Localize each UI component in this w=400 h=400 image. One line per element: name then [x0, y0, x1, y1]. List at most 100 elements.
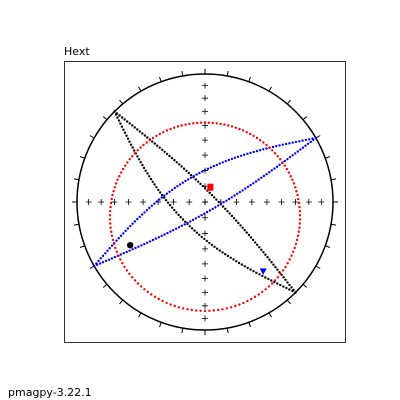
ellipse-point — [153, 183, 156, 186]
ellipse-point — [246, 266, 249, 270]
perimeter-tick — [302, 283, 308, 288]
ellipse-point — [163, 233, 166, 236]
ellipse-point — [213, 245, 216, 248]
ellipse-point — [218, 249, 221, 252]
ellipse-point — [291, 154, 294, 157]
ellipse-point — [182, 167, 186, 170]
ellipse-point — [148, 240, 152, 243]
ellipse-point — [208, 241, 211, 245]
cross-mark — [263, 199, 270, 205]
ellipse-point — [292, 182, 296, 185]
ellipse-point — [274, 266, 277, 269]
ellipse-point — [252, 182, 255, 185]
ellipse-point — [286, 281, 289, 284]
ellipse-point — [141, 132, 144, 135]
ellipse-point — [128, 140, 131, 143]
ellipse-point — [124, 164, 127, 167]
version-label: pmagpy-3.22.1 — [8, 386, 92, 399]
ellipse-point — [169, 230, 172, 233]
ellipse-point — [276, 276, 280, 279]
ellipse-point — [115, 239, 118, 242]
ellipse-point — [116, 178, 119, 181]
ellipse-point — [304, 138, 308, 142]
ellipse-point — [120, 116, 124, 119]
ellipse-point — [174, 227, 178, 230]
ellipse-point — [131, 124, 134, 127]
ellipse-point — [108, 218, 112, 221]
ellipse-point — [193, 229, 196, 232]
ellipse-point — [271, 149, 274, 152]
ellipse-point — [273, 167, 276, 170]
ellipse-point — [155, 134, 158, 138]
ellipse-point — [209, 166, 213, 169]
ellipse-point — [255, 136, 259, 140]
ellipse-point — [99, 257, 103, 260]
ellipse-point — [237, 221, 240, 225]
axis-marker-circle — [126, 241, 134, 249]
ellipse-point — [222, 201, 225, 204]
ellipse-point — [195, 231, 199, 234]
ellipse-point — [230, 214, 234, 218]
ellipse-point — [176, 125, 180, 128]
ellipse-point — [188, 225, 191, 228]
ellipse-point — [154, 237, 158, 240]
ellipse-point — [128, 122, 131, 125]
perimeter-tick — [181, 327, 184, 334]
ellipse-point — [108, 210, 112, 213]
ellipse-point — [114, 246, 117, 250]
ellipse-point — [294, 140, 298, 144]
ellipse-point — [200, 235, 203, 239]
ellipse-point — [203, 169, 207, 172]
ellipse-point — [221, 161, 224, 164]
ellipse-point — [275, 165, 279, 168]
perimeter-tick — [79, 156, 85, 159]
ellipse-point — [143, 288, 146, 291]
ellipse-point — [296, 234, 300, 237]
ellipse-point — [92, 264, 96, 268]
ellipse-point — [270, 261, 273, 264]
ellipse-point — [119, 253, 123, 256]
ellipse-point — [291, 178, 294, 181]
ellipse-point — [217, 308, 220, 312]
ellipse-point — [187, 178, 190, 181]
ellipse-point — [131, 248, 134, 251]
ellipse-point — [98, 262, 102, 265]
ellipse-point — [199, 182, 202, 186]
ellipse-point — [246, 185, 250, 188]
ellipse-point — [218, 162, 221, 165]
cross-mark — [248, 199, 255, 205]
ellipse-point — [177, 213, 180, 217]
ellipse-point — [298, 218, 302, 221]
ellipse-point — [173, 304, 176, 308]
ellipse-point — [279, 283, 282, 287]
ellipse-point — [198, 233, 201, 236]
cross-mark — [318, 199, 325, 205]
ellipse-point — [243, 153, 246, 156]
ellipse-point — [276, 268, 279, 271]
perimeter-tick — [138, 312, 142, 318]
principal-axes — [126, 183, 267, 275]
cross-mark — [202, 302, 208, 309]
ellipse-point — [139, 161, 142, 164]
ellipse-point — [109, 226, 112, 229]
ellipse-point — [198, 171, 201, 175]
cross-mark — [202, 152, 208, 159]
ellipse-point — [238, 303, 241, 306]
ellipse-point — [296, 193, 299, 197]
ellipse-point — [150, 204, 153, 207]
ellipse-point — [196, 121, 199, 125]
ellipse-point — [161, 299, 164, 303]
cross-mark — [305, 199, 312, 205]
ellipse-point — [113, 186, 116, 189]
ellipse-point — [264, 276, 267, 279]
ellipse-point — [257, 178, 260, 181]
ellipse-point — [266, 256, 269, 259]
ellipse-point — [173, 208, 176, 212]
ellipse-point — [298, 214, 302, 217]
ellipse-point — [299, 148, 302, 151]
ellipse-point — [203, 309, 207, 313]
ellipse-point — [165, 301, 168, 305]
ellipse-point — [293, 246, 296, 250]
ellipse-point — [208, 309, 211, 312]
ellipse-point — [243, 229, 246, 232]
